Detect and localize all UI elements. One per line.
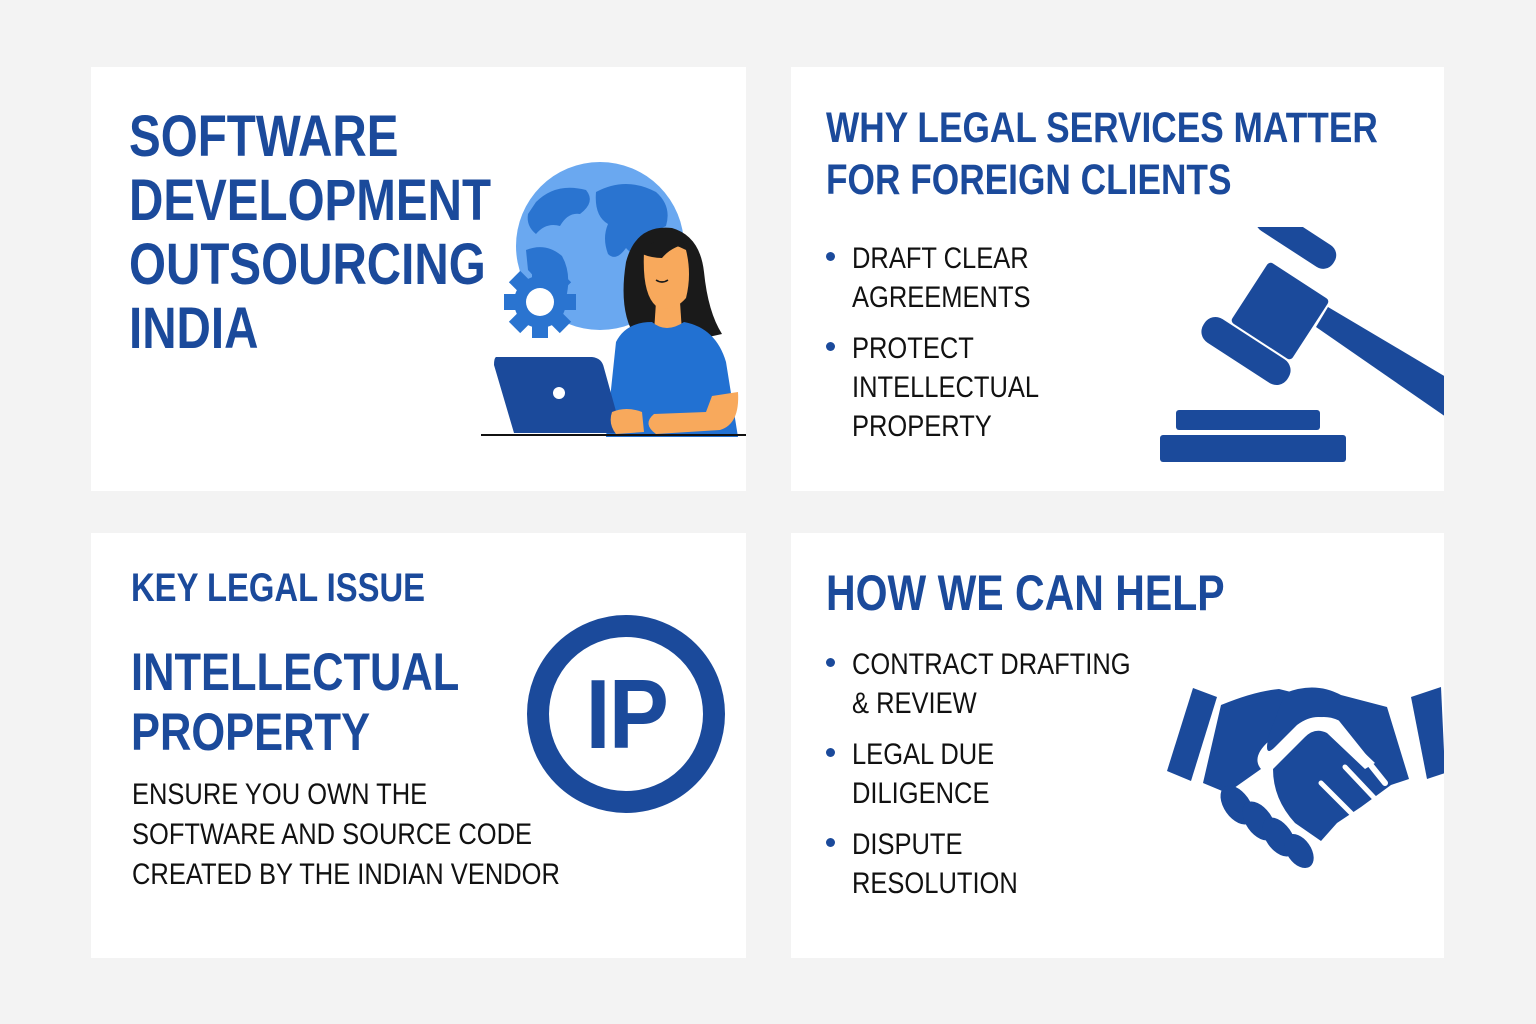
bullet-item: DISPUTE RESOLUTION — [826, 825, 1180, 903]
bullet-dot-icon — [826, 252, 835, 261]
how-help-title: HOW WE CAN HELP — [826, 565, 1225, 621]
description-line: SOFTWARE AND SOURCE CODE — [132, 818, 533, 851]
laptop-icon — [494, 357, 622, 433]
bullet-text: PROTECT INTELLECTUAL PROPERTY — [852, 332, 1040, 443]
why-legal-bullet-list: DRAFT CLEAR AGREEMENTS PROTECT INTELLECT… — [826, 239, 1072, 458]
gavel-icon — [1160, 227, 1444, 462]
key-issue-title: INTELLECTUAL PROPERTY — [131, 643, 459, 763]
bullet-text: DRAFT CLEAR AGREEMENTS — [852, 242, 1031, 314]
bullet-dot-icon — [826, 342, 835, 351]
card-intro: SOFTWARE DEVELOPMENT OUTSOURCING INDIA — [91, 67, 746, 491]
why-legal-title: WHY LEGAL SERVICES MATTER FOR FOREIGN CL… — [826, 102, 1378, 206]
intro-title-line: OUTSOURCING — [129, 232, 486, 297]
bullet-text: DISPUTE RESOLUTION — [852, 828, 1018, 900]
intro-title-line: SOFTWARE — [129, 104, 399, 169]
why-legal-title-line: FOR FOREIGN CLIENTS — [826, 156, 1232, 204]
how-help-bullet-list: CONTRACT DRAFTING & REVIEW LEGAL DUE DIL… — [826, 645, 1180, 915]
bullet-item: LEGAL DUE DILIGENCE — [826, 735, 1180, 813]
handshake-icon — [1167, 687, 1444, 869]
card-how-help: HOW WE CAN HELP CONTRACT DRAFTING & REVI… — [791, 533, 1444, 958]
key-issue-kicker: KEY LEGAL ISSUE — [131, 566, 426, 610]
gear-icon — [504, 266, 576, 338]
intro-title-line: DEVELOPMENT — [129, 168, 492, 233]
intro-title: SOFTWARE DEVELOPMENT OUTSOURCING INDIA — [129, 105, 491, 361]
description-line: ENSURE YOU OWN THE — [132, 778, 428, 811]
bullet-dot-icon — [826, 748, 835, 757]
key-issue-title-line: INTELLECTUAL — [131, 643, 460, 702]
bullet-dot-icon — [826, 658, 835, 667]
card-why-legal: WHY LEGAL SERVICES MATTER FOR FOREIGN CL… — [791, 67, 1444, 491]
woman-laptop-globe-illustration — [481, 162, 746, 437]
bullet-item: DRAFT CLEAR AGREEMENTS — [826, 239, 1072, 317]
bullet-item: CONTRACT DRAFTING & REVIEW — [826, 645, 1180, 723]
bullet-text: CONTRACT DRAFTING & REVIEW — [852, 648, 1131, 720]
bullet-text: LEGAL DUE DILIGENCE — [852, 738, 995, 810]
bullet-item: PROTECT INTELLECTUAL PROPERTY — [826, 329, 1072, 446]
key-issue-title-line: PROPERTY — [131, 703, 371, 762]
key-issue-description: ENSURE YOU OWN THE SOFTWARE AND SOURCE C… — [132, 775, 560, 895]
card-key-issue: KEY LEGAL ISSUE INTELLECTUAL PROPERTY EN… — [91, 533, 746, 958]
ip-badge-text: IP — [585, 659, 668, 769]
bullet-dot-icon — [826, 838, 835, 847]
description-line: CREATED BY THE INDIAN VENDOR — [132, 858, 560, 891]
ip-circle-icon: IP — [527, 615, 725, 813]
intro-title-line: INDIA — [129, 296, 259, 361]
why-legal-title-line: WHY LEGAL SERVICES MATTER — [826, 104, 1378, 152]
